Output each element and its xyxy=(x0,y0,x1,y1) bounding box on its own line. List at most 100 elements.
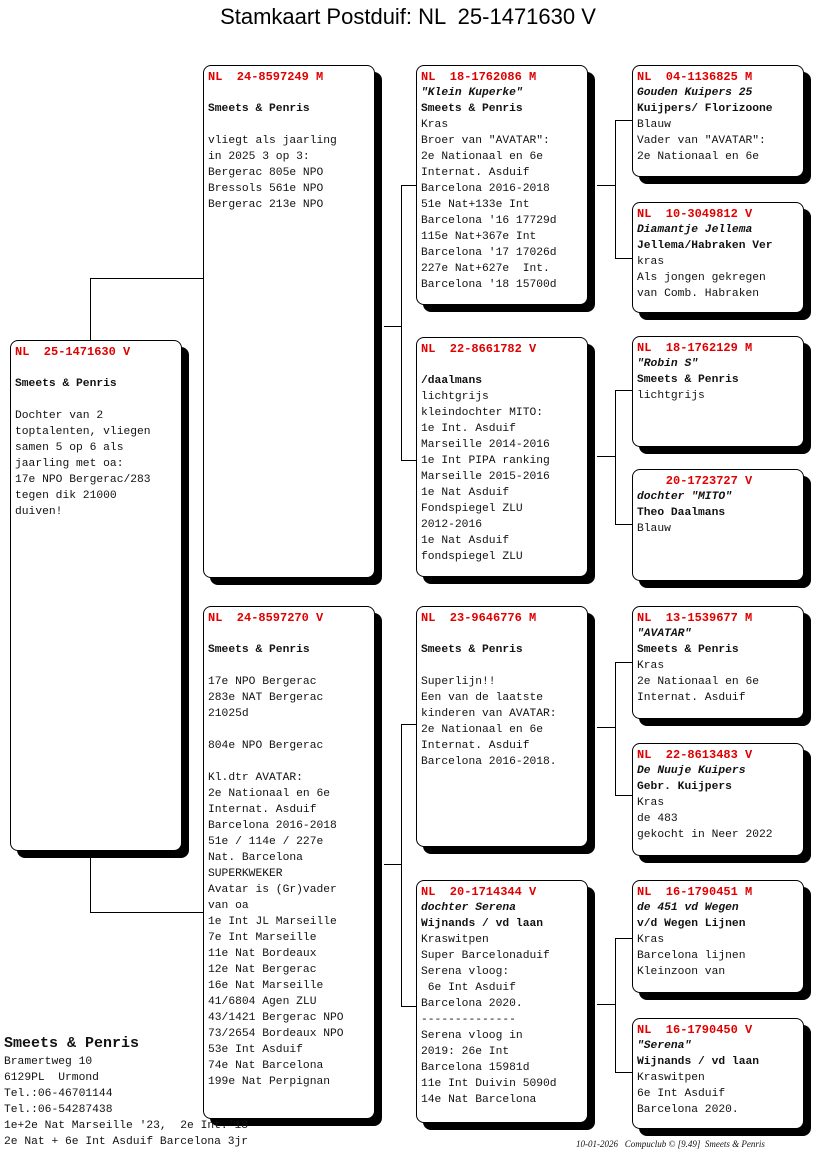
ring-number: NL 10-3049812 V xyxy=(637,207,753,221)
breeder-info: Smeets & Penris Bramertweg 10 6129PL Urm… xyxy=(4,1034,248,1150)
connector-line xyxy=(615,795,632,796)
ring-number: NL 24-8597249 M xyxy=(208,70,324,84)
pigeon-card-sire-sire[interactable]: NL 18-1762086 M"Klein Kuperke"Smeets & P… xyxy=(416,65,588,305)
info-line: Bressols 561e NPO xyxy=(208,183,324,195)
connector-line xyxy=(615,662,616,795)
info-line: duiven! xyxy=(15,506,63,518)
ring-number: NL 18-1762129 M xyxy=(637,341,753,355)
blank-line xyxy=(208,85,374,101)
breeder-address: Bramertweg 10 xyxy=(4,1056,93,1068)
connector-line xyxy=(90,912,203,913)
info-line: Internat. Asduif xyxy=(421,740,530,752)
info-line: Barcelona 2020. xyxy=(421,998,523,1010)
connector-line xyxy=(615,390,616,524)
info-line: lichtgrijs xyxy=(421,391,489,403)
info-line: 227e Nat+627e Int. xyxy=(421,263,550,275)
info-line: gekocht in Neer 2022 xyxy=(637,829,773,841)
info-line: 2e Nationaal en 6e xyxy=(637,151,760,163)
info-line: Als jongen gekregen xyxy=(637,272,766,284)
ring-number: NL 22-8661782 V xyxy=(421,342,537,356)
owner-name: Gebr. Kuijpers xyxy=(637,781,732,793)
info-line: 804e NPO Bergerac xyxy=(208,740,324,752)
info-line: 41/6804 Agen ZLU xyxy=(208,996,317,1008)
pigeon-name: de 451 vd Wegen xyxy=(637,902,739,914)
owner-name: Smeets & Penris xyxy=(15,378,117,390)
pigeon-name: "Serena" xyxy=(637,1040,692,1052)
connector-line xyxy=(90,278,91,340)
info-line: Kras xyxy=(637,797,665,809)
info-line: samen 5 op 6 als xyxy=(15,442,124,454)
info-line: 17e NPO Bergerac xyxy=(208,676,317,688)
info-line: kinderen van AVATAR: xyxy=(421,708,557,720)
info-line: Internat. Asduif xyxy=(637,692,746,704)
info-line: Barcelona 15981d xyxy=(421,1062,530,1074)
info-line: 2012-2016 xyxy=(421,519,483,531)
connector-line xyxy=(615,524,632,525)
owner-name: Smeets & Penris xyxy=(208,644,310,656)
connector-line xyxy=(615,120,632,121)
info-line: 199e Nat Perpignan xyxy=(208,1076,331,1088)
ring-number: 20-1723727 V xyxy=(637,474,753,488)
connector-line xyxy=(597,1004,615,1005)
blank-line xyxy=(15,392,181,408)
owner-name: Kuijpers/ Florizoone xyxy=(637,103,773,115)
connector-line xyxy=(401,460,416,461)
info-line: 7e Int Marseille xyxy=(208,932,317,944)
info-line: Barcelona '18 15700d xyxy=(421,279,557,291)
connector-line xyxy=(615,938,616,1072)
info-line: Kras xyxy=(637,934,665,946)
info-line: Nat. Barcelona xyxy=(208,852,303,864)
owner-name: Smeets & Penris xyxy=(421,644,523,656)
ring-number: NL 04-1136825 M xyxy=(637,70,753,84)
info-line: in 2025 3 op 3: xyxy=(208,151,310,163)
info-line: -------------- xyxy=(421,1014,516,1026)
pigeon-name: "Robin S" xyxy=(637,358,699,370)
info-line: van oa xyxy=(208,900,249,912)
blank-line xyxy=(421,658,587,674)
info-line: Internat. Asduif xyxy=(208,804,317,816)
ring-number: NL 16-1790451 M xyxy=(637,885,753,899)
ring-number: NL 13-1539677 M xyxy=(637,611,753,625)
info-line: Avatar is (Gr)vader xyxy=(208,884,337,896)
info-line: 2019: 26e Int xyxy=(421,1046,510,1058)
info-line: Marseille 2014-2016 xyxy=(421,439,550,451)
owner-name: Theo Daalmans xyxy=(637,507,726,519)
breeder-city: 6129PL Urmond xyxy=(4,1072,99,1084)
info-line: Barcelona lijnen xyxy=(637,950,746,962)
owner-name: /daalmans xyxy=(421,375,483,387)
pigeon-card-dd-dam[interactable]: NL 16-1790450 V"Serena"Wijnands / vd laa… xyxy=(632,1018,804,1129)
blank-line xyxy=(208,626,374,642)
info-line: Vader van "AVATAR": xyxy=(637,135,766,147)
info-line: Broer van "AVATAR": xyxy=(421,135,550,147)
connector-line xyxy=(90,278,203,279)
info-line: Kl.dtr AVATAR: xyxy=(208,772,303,784)
pigeon-name: "Klein Kuperke" xyxy=(421,87,523,99)
info-line: 2e Nationaal en 6e xyxy=(421,151,544,163)
info-line: 12e Nat Bergerac xyxy=(208,964,317,976)
info-line: Blauw xyxy=(637,523,671,535)
info-line: 11e Int Duivin 5090d xyxy=(421,1078,557,1090)
info-line: Barcelona '17 17026d xyxy=(421,247,557,259)
connector-line xyxy=(615,938,632,939)
breeder-phone-2: Tel.:06-54287438 xyxy=(4,1104,113,1116)
info-line: Barcelona '16 17729d xyxy=(421,215,557,227)
info-line: Barcelona 2016-2018. xyxy=(421,756,557,768)
owner-name: Smeets & Penris xyxy=(421,103,523,115)
info-line: van Comb. Habraken xyxy=(637,288,760,300)
info-line: Dochter van 2 xyxy=(15,410,104,422)
info-line: SUPERKWEKER xyxy=(208,868,283,880)
info-line: kras xyxy=(637,256,665,268)
